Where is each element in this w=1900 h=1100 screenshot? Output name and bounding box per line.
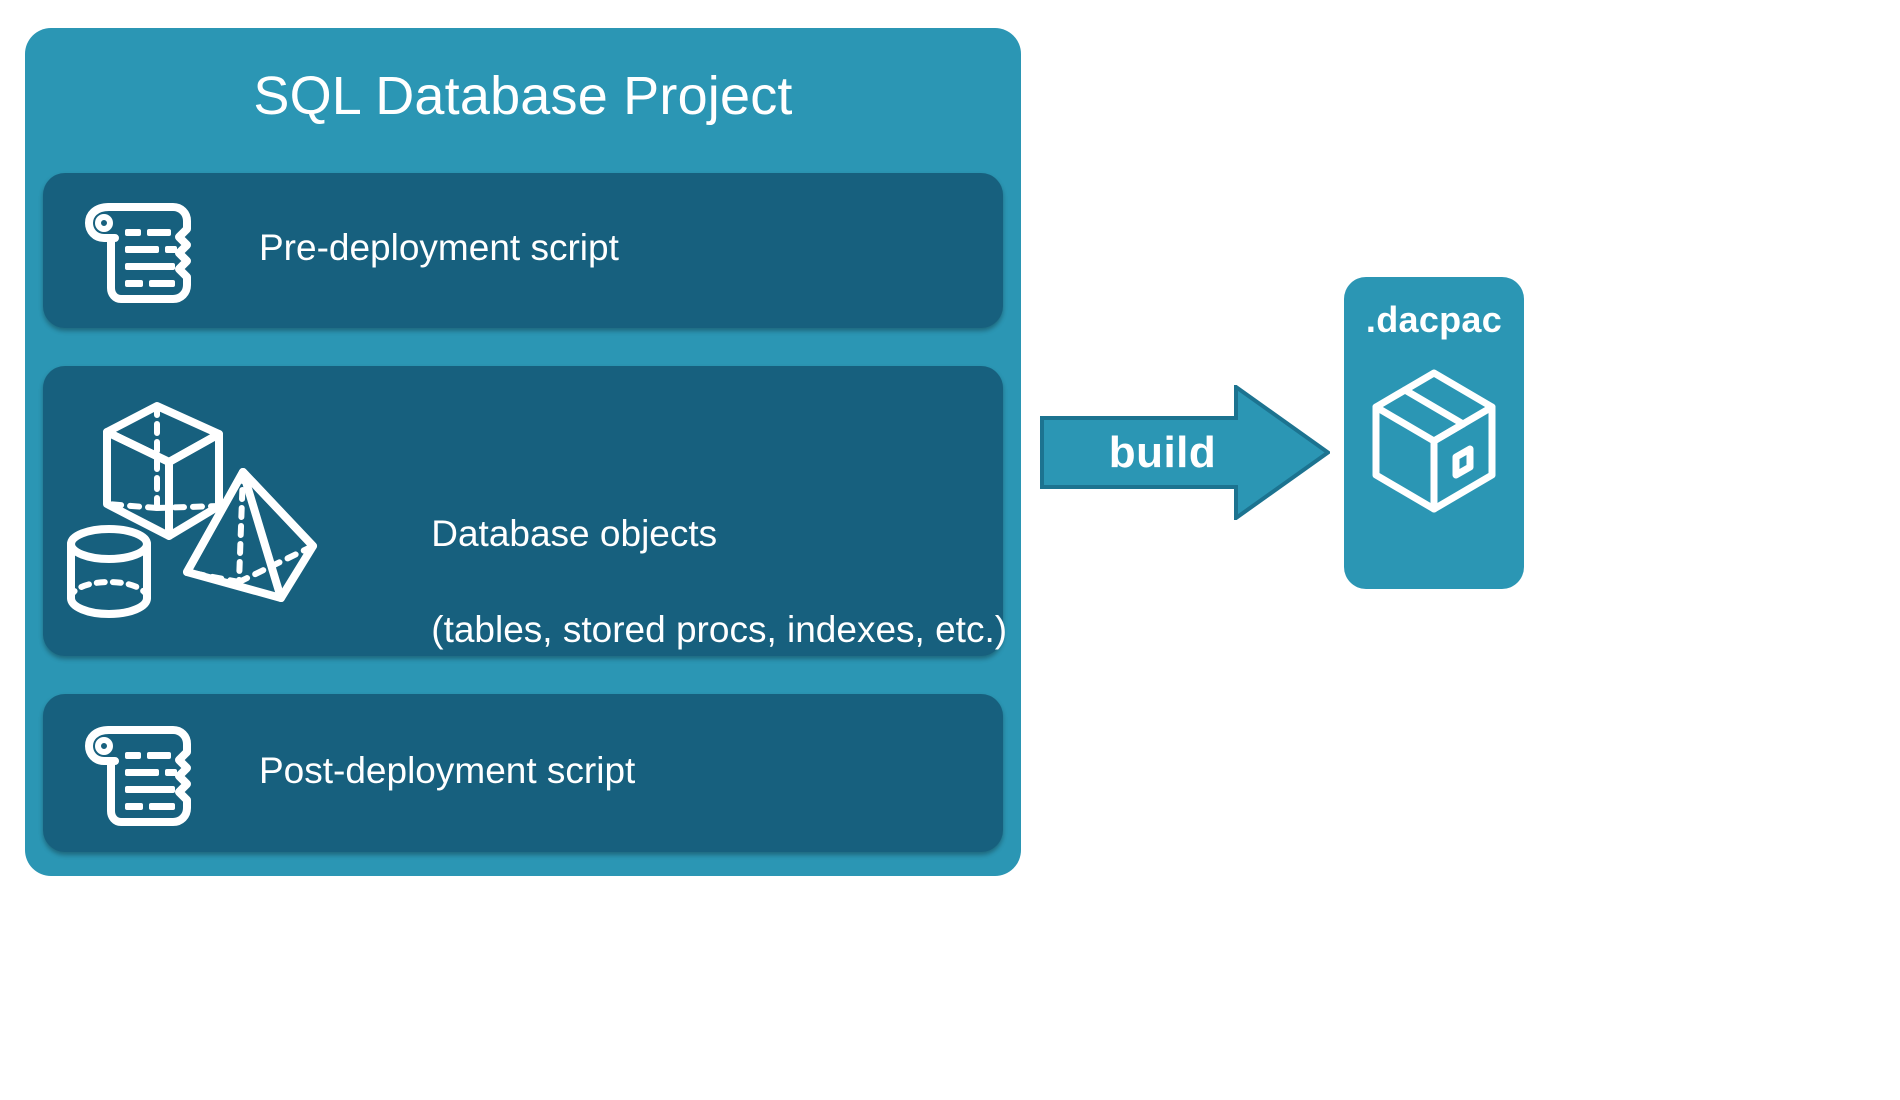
dacpac-label: .dacpac bbox=[1365, 299, 1503, 340]
card-database-objects-line1: Database objects bbox=[431, 513, 718, 554]
right-arrow-icon bbox=[1040, 383, 1332, 522]
card-database-objects-line2: (tables, stored procs, indexes, etc.) bbox=[431, 609, 1008, 650]
sql-database-project-container: SQL Database Project bbox=[25, 28, 1021, 876]
dacpac-output-box[interactable]: .dacpac bbox=[1344, 277, 1524, 589]
scroll-icon bbox=[81, 716, 205, 837]
build-arrow bbox=[1040, 383, 1332, 522]
card-database-objects[interactable]: Database objects (tables, stored procs, … bbox=[43, 366, 1007, 656]
package-box-icon bbox=[1368, 365, 1500, 530]
scroll-icon bbox=[81, 193, 205, 314]
page-title: SQL Database Project bbox=[253, 66, 793, 126]
card-post-deployment-label: Post-deployment script bbox=[259, 750, 636, 791]
card-pre-deployment[interactable]: Pre-deployment script bbox=[43, 173, 1003, 328]
3d-shapes-icon bbox=[61, 386, 341, 641]
card-pre-deployment-label: Pre-deployment script bbox=[259, 227, 619, 268]
card-post-deployment[interactable]: Post-deployment script bbox=[43, 694, 1003, 852]
card-database-objects-label: Database objects (tables, stored procs, … bbox=[349, 462, 1007, 702]
